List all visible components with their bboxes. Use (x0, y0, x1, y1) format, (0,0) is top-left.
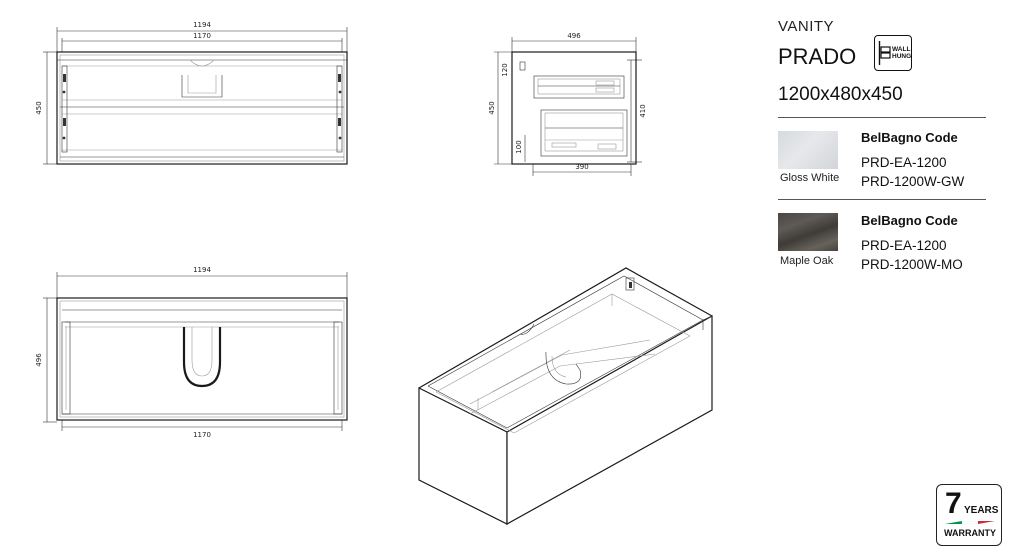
side-inner-height-label: 410 (639, 104, 647, 117)
divider (778, 199, 986, 200)
model-name: PRADO (778, 44, 857, 69)
italian-flag-icon (945, 521, 995, 524)
product-size: 1200x480x450 (778, 84, 903, 105)
side-height-label: 450 (488, 101, 496, 114)
product-code: PRD-1200W-GW (861, 174, 965, 189)
finish-name: Maple Oak (780, 255, 834, 267)
wall-hung-line2: HUNG (892, 53, 912, 60)
side-bottom-drawer-label: 100 (515, 140, 523, 153)
finish-name: Gloss White (780, 172, 840, 184)
side-top-drawer-label: 120 (501, 63, 509, 76)
wall-hung-icon (878, 41, 891, 65)
product-code: PRD-EA-1200 (861, 238, 947, 253)
isometric-view-drawing (418, 267, 713, 526)
warranty-years-number: 7 (945, 487, 962, 520)
front-inner-width-label: 1170 (193, 32, 211, 40)
wall-hung-line1: WALL (892, 46, 911, 53)
top-inner-width-label: 1170 (193, 431, 211, 439)
product-category: VANITY (778, 18, 835, 35)
finish-swatch-maple-oak (778, 213, 838, 251)
warranty-badge: 7 YEARS WARRANTY (936, 484, 1002, 546)
top-view-drawing: 1194 496 1170 (35, 266, 348, 439)
divider (778, 117, 986, 118)
product-code: PRD-EA-1200 (861, 155, 947, 170)
front-view-drawing: 1194 1170 450 (35, 21, 348, 165)
wall-hung-badge: WALL HUNG (874, 35, 912, 71)
warranty-years-label: YEARS (964, 505, 999, 516)
front-overall-width-label: 1194 (193, 21, 211, 29)
warranty-label: WARRANTY (944, 528, 996, 538)
finish-swatch-gloss-white (778, 131, 838, 169)
top-depth-label: 496 (35, 353, 43, 367)
code-heading: BelBagno Code (861, 213, 958, 228)
product-code: PRD-1200W-MO (861, 257, 963, 272)
product-info-panel: VANITY PRADO WALL HUNG 1200x480x450 Glos… (778, 0, 1024, 557)
front-height-label: 450 (35, 101, 43, 114)
side-depth-label: 496 (567, 32, 581, 40)
top-overall-width-label: 1194 (193, 266, 211, 274)
code-heading: BelBagno Code (861, 130, 958, 145)
side-view-drawing: 496 450 120 410 100 390 (488, 32, 647, 176)
side-drawer-depth-label: 390 (575, 163, 588, 171)
